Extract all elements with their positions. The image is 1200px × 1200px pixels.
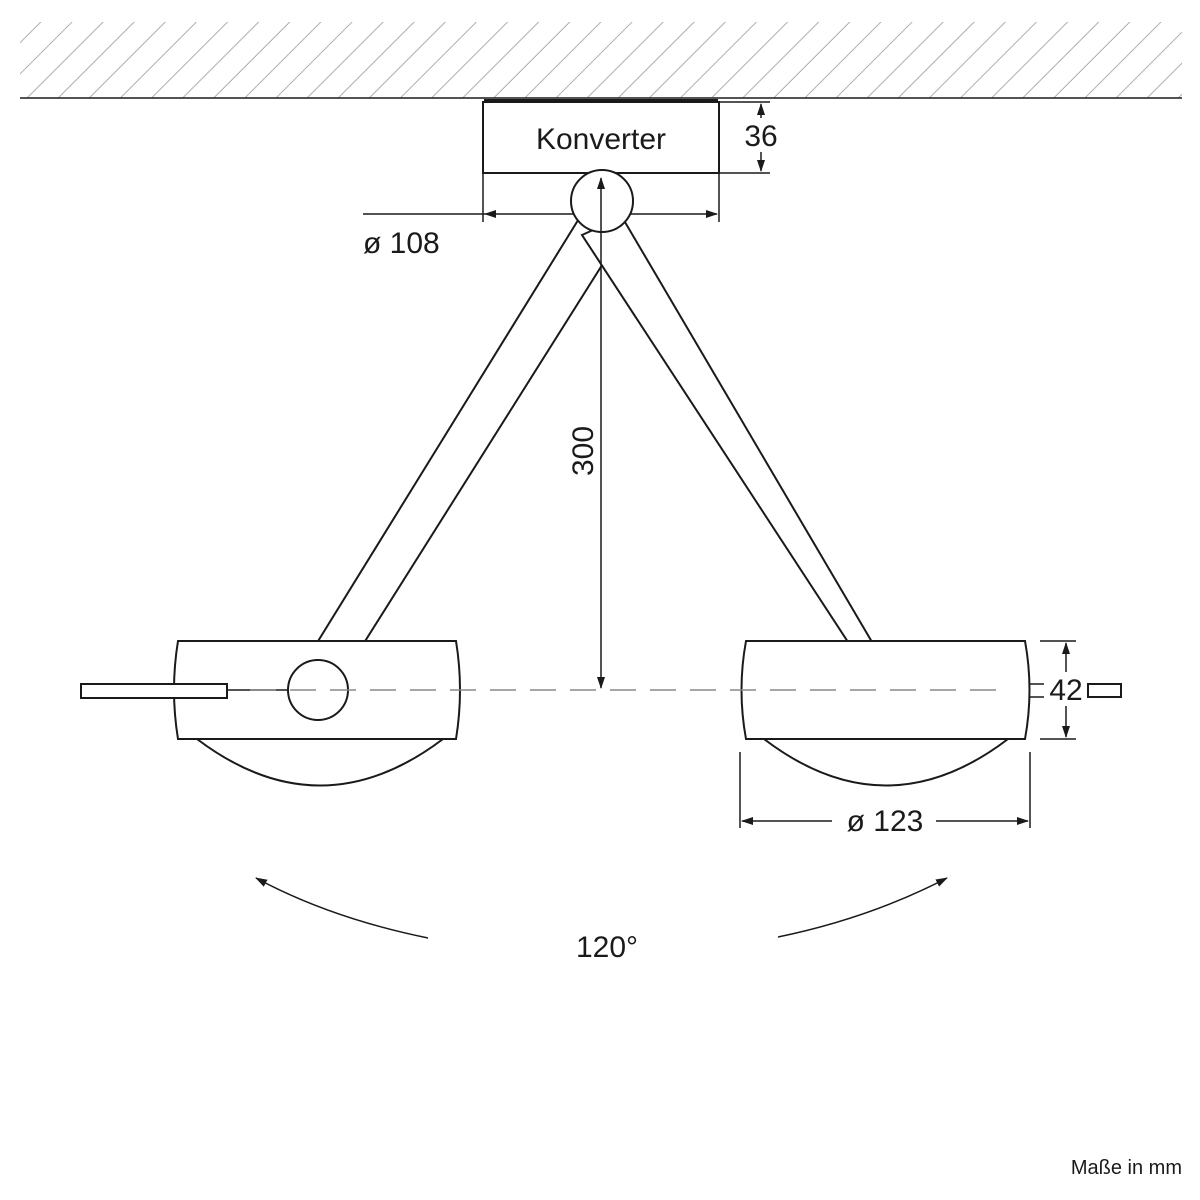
label-mask (566, 416, 600, 486)
right-arm (580, 215, 874, 643)
right-lamp-head (740, 640, 1122, 787)
units-note: Maße in mm (1070, 1157, 1182, 1179)
head-diameter-label: ø 123 (847, 805, 924, 838)
head-height-dimension: 42 (1040, 640, 1086, 740)
converter-box: Konverter (482, 99, 720, 174)
converter-diameter-label: ø 108 (363, 227, 440, 260)
rotation-indicator: 120° (255, 877, 948, 964)
converter-height-label: 36 (744, 120, 777, 153)
left-lamp-head (80, 640, 461, 787)
arm-length-dimension: 300 (566, 177, 605, 689)
arm-length-label: 300 (567, 426, 600, 476)
left-head-lens (196, 738, 444, 787)
ceiling (20, 22, 1182, 99)
left-head-handle (80, 683, 228, 699)
label-mask (740, 118, 782, 152)
head-height-label: 42 (1049, 674, 1082, 707)
label-mask (832, 802, 936, 838)
right-head-stub-end (1087, 683, 1122, 698)
label-mask (1046, 672, 1086, 706)
right-head-lens (763, 738, 1009, 787)
head-diameter-dimension: ø 123 (739, 752, 1031, 838)
rotation-arrow-left (255, 877, 429, 939)
rotation-angle-label: 120° (576, 931, 638, 964)
converter-label: Konverter (536, 123, 666, 156)
converter-height-dimension: 36 (719, 101, 782, 174)
converter-diameter-dimension: ø 108 (363, 173, 720, 260)
rotation-arrow-right (777, 877, 948, 938)
ceiling-hatch (20, 22, 1182, 98)
top-pivot-joint (570, 169, 634, 233)
right-head-body (740, 640, 1031, 740)
